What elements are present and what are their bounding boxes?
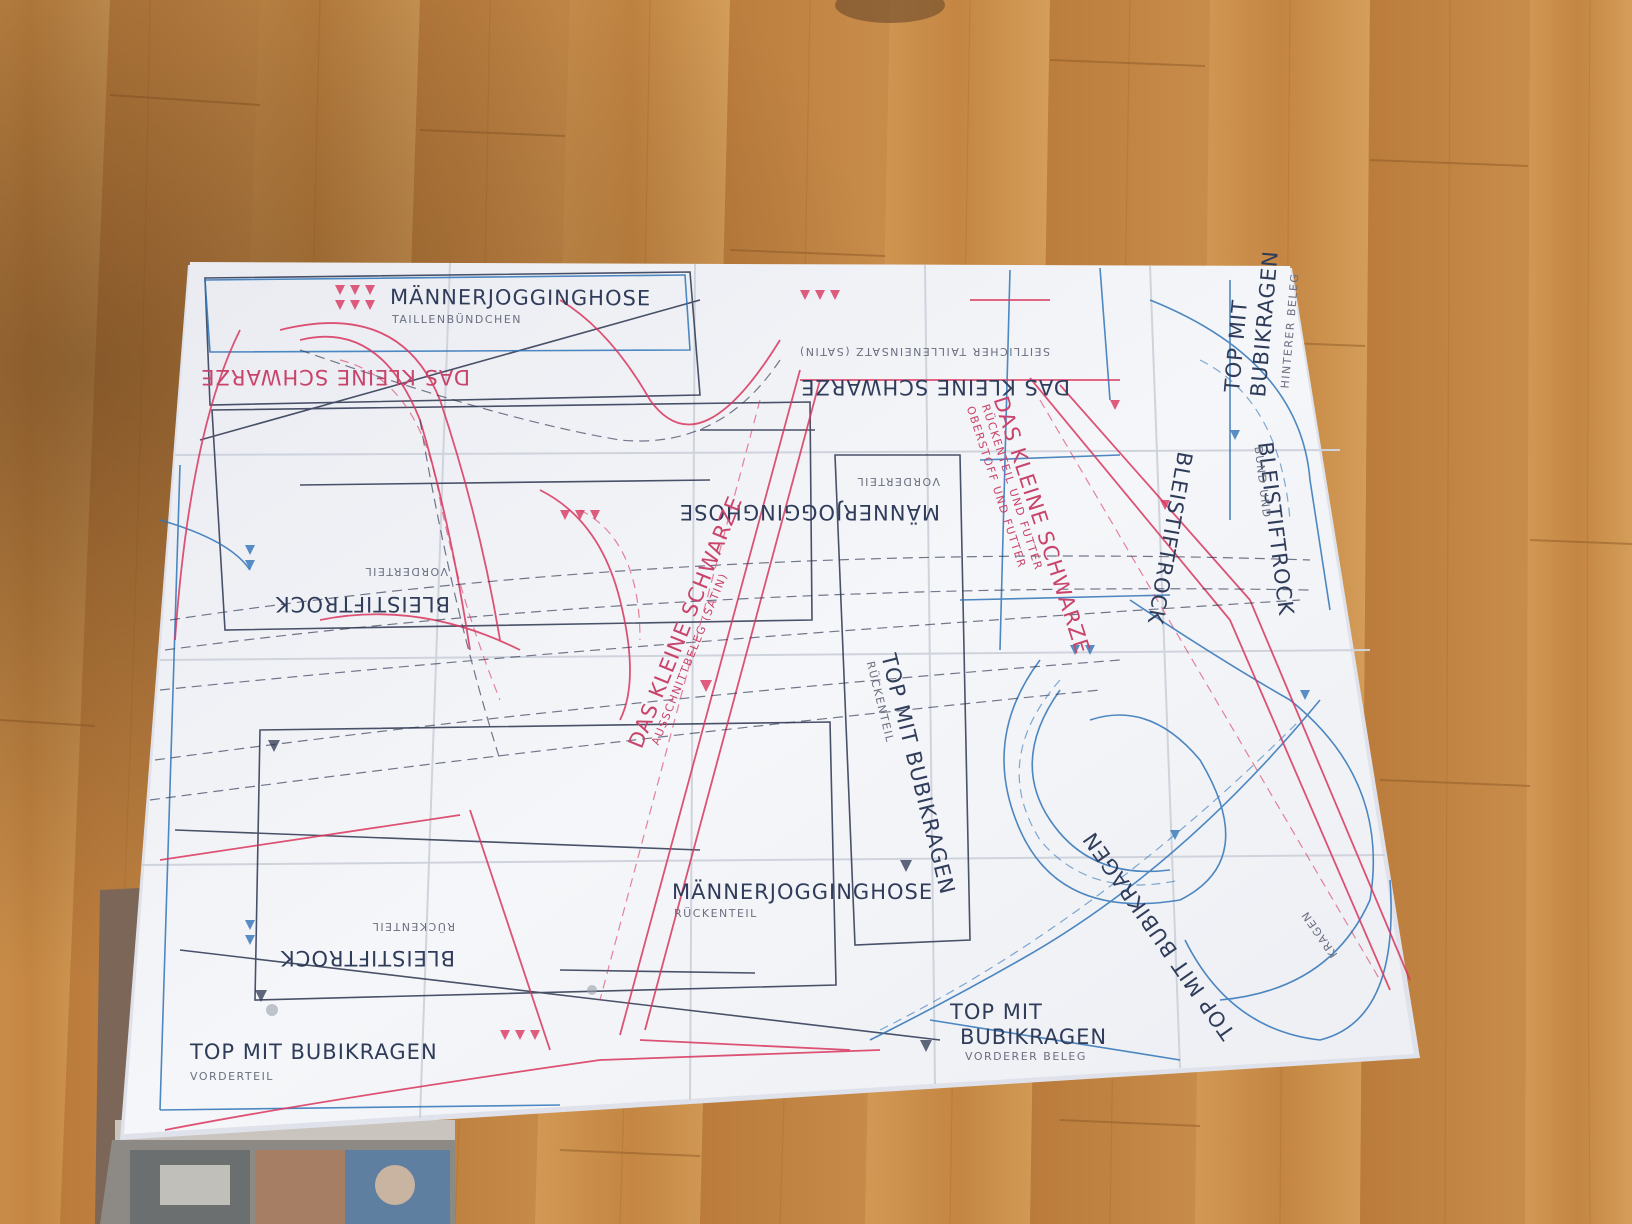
label-das-kleine-schwarze-top: DAS KLEINE SCHWARZE bbox=[200, 365, 470, 389]
label-seitlicher-tailleneinsatz: SEITLICHER TAILLENEINSATZ (SATIN) bbox=[798, 345, 1050, 358]
label-vorderer-beleg: VORDERER BELEG bbox=[965, 1050, 1087, 1063]
label-bleistiftrock-front: BLEISTIFTROCK bbox=[274, 592, 450, 616]
label-vorderteil-3: VORDERTEIL bbox=[190, 1070, 274, 1083]
label-bleistiftrock-back: BLEISTIFTROCK bbox=[279, 946, 455, 970]
label-vorderteil-1: VORDERTEIL bbox=[856, 475, 940, 488]
label-maennerjogginghose-back: MÄNNERJOGGINGHOSE bbox=[672, 880, 934, 904]
label-das-kleine-schwarze-2: DAS KLEINE SCHWARZE bbox=[800, 375, 1070, 399]
pattern-sheet bbox=[120, 262, 1420, 1140]
label-top-mit-bubikragen-front: TOP MIT BUBIKRAGEN bbox=[190, 1040, 438, 1064]
label-top-mit-facing-1: TOP MIT bbox=[950, 1000, 1043, 1024]
label-vorderteil-2: VORDERTEIL bbox=[364, 565, 448, 578]
label-rueckenteil-2: RÜCKENTEIL bbox=[674, 907, 758, 920]
label-bubikragen-facing-1: BUBIKRAGEN bbox=[960, 1025, 1108, 1049]
label-taillenbuendchen: TAILLENBÜNDCHEN bbox=[392, 313, 522, 326]
magazine-under-sheet bbox=[95, 888, 455, 1224]
label-maennerjogginghose-waistband: MÄNNERJOGGINGHOSE bbox=[389, 285, 652, 311]
label-rueckenteil-3: RÜCKENTEIL bbox=[371, 920, 455, 933]
